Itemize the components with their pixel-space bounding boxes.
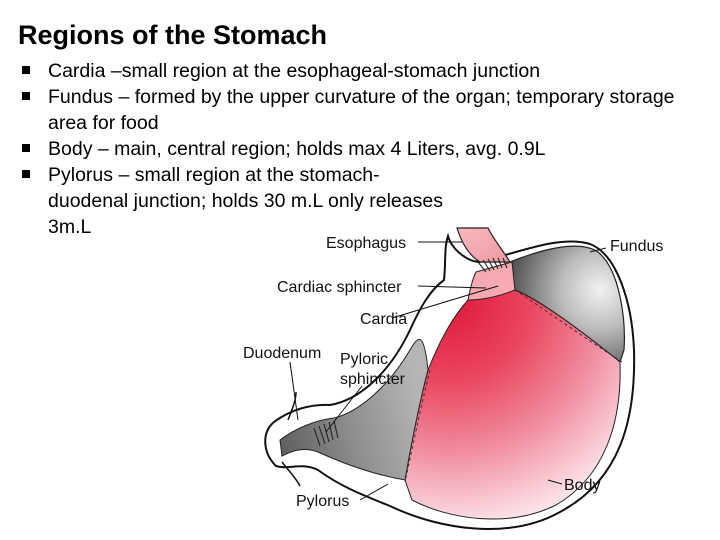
label-cardiac-sphincter: Cardiac sphincter: [277, 279, 402, 296]
cardia-region: [467, 261, 516, 301]
esophagus-tube: [456, 227, 512, 263]
bullet-text: Fundus – formed by the upper curvature o…: [48, 86, 675, 134]
pylorus-region: [279, 338, 429, 481]
label-pyloric-line2: sphincter: [340, 371, 406, 388]
stomach-diagram: Esophagus Fundus Cardiac sphincter Cardi…: [243, 227, 663, 530]
fundus-body-boundary: [514, 289, 623, 363]
square-bullet-icon: [22, 170, 30, 178]
pyloric-sphincter-ridges: [313, 420, 339, 447]
bullet-text: Pylorus – small region at the stomach-du…: [48, 164, 443, 238]
label-esophagus: Esophagus: [326, 235, 406, 252]
duodenum-outline: [281, 391, 301, 487]
label-body: Body: [564, 477, 600, 494]
cardiac-sphincter-ridges: [477, 257, 508, 273]
bullet-pylorus: Pylorus – small region at the stomach-du…: [20, 162, 688, 240]
bullet-text: Cardia –small region at the esophageal-s…: [48, 60, 541, 82]
label-pylorus: Pylorus: [296, 493, 349, 510]
label-cardia: Cardia: [360, 311, 407, 328]
pylorus-body-boundary: [404, 369, 431, 483]
bullet-fundus: Fundus – formed by the upper curvature o…: [20, 84, 700, 136]
label-leader-lines: [289, 241, 607, 501]
label-pyloric-line1: Pyloric: [340, 351, 388, 368]
square-bullet-icon: [22, 66, 30, 74]
bullet-text: Body – main, central region; holds max 4…: [48, 138, 546, 160]
square-bullet-icon: [22, 92, 30, 100]
label-fundus: Fundus: [610, 238, 663, 255]
slide-title: Regions of the Stomach: [18, 20, 328, 50]
bullet-list: Cardia –small region at the esophageal-s…: [20, 58, 700, 240]
label-duodenum: Duodenum: [243, 345, 321, 362]
bullet-cardia: Cardia –small region at the esophageal-s…: [20, 58, 700, 84]
square-bullet-icon: [22, 144, 30, 152]
bullet-body: Body – main, central region; holds max 4…: [20, 136, 700, 162]
